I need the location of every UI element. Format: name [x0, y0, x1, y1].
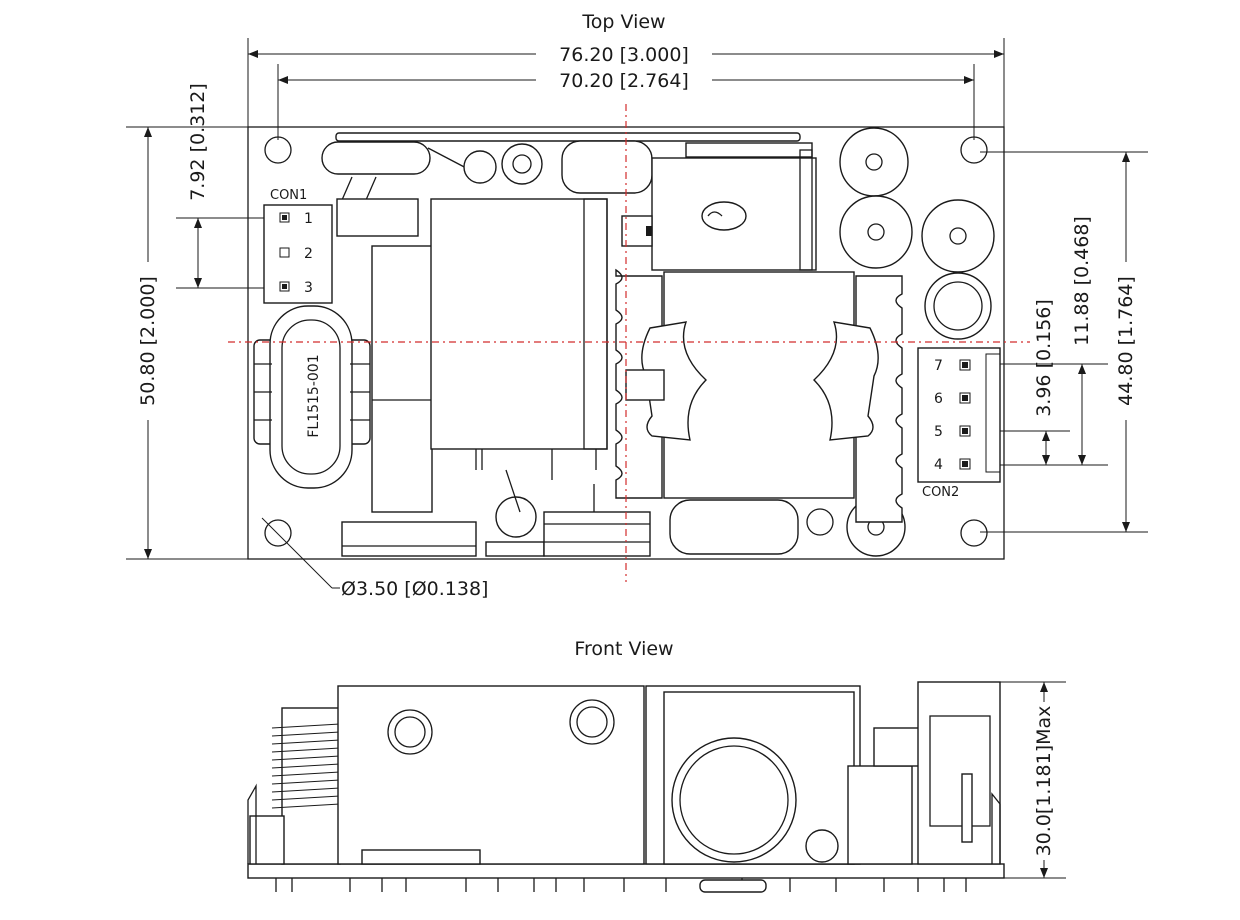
con1-label: CON1: [270, 188, 307, 203]
con2-pin: 5: [934, 424, 943, 440]
con1-connector: CON1 1 2 3: [263, 188, 333, 304]
front-board: [247, 863, 1005, 879]
front-choke: [281, 707, 341, 865]
dim-overall-width: 76.20 [3.000]: [248, 44, 1004, 66]
top-view-title: Top View: [581, 11, 665, 33]
con1-pin: 2: [304, 246, 313, 262]
con2-connector: CON2 7 6 5 4: [917, 347, 1001, 500]
dim-hole-pitch-x: 70.20 [2.764]: [278, 70, 974, 92]
con1-offset-label: 7.92 [0.312]: [187, 83, 209, 201]
coil-bobbin: [371, 245, 433, 513]
overall-width-label: 76.20 [3.000]: [559, 44, 689, 66]
bottom-part: [543, 511, 651, 557]
top-view: 76.20 [3.000] 70.20 [2.764] 50.80 [2.000…: [126, 38, 1148, 600]
dim-hole-diameter: Ø3.50 [Ø0.138]: [261, 517, 488, 600]
common-mode-choke: FL1515-001: [253, 305, 371, 489]
front-part: [847, 765, 913, 865]
fuse: [321, 141, 431, 175]
front-view: 30.0[1.181]Max: [247, 681, 1066, 893]
transformer: [430, 198, 608, 450]
con2-pin: 6: [934, 391, 943, 407]
capacitor: [839, 195, 913, 269]
dim-max-height: 30.0[1.181]Max: [1033, 682, 1055, 878]
mounting-hole: [960, 519, 988, 547]
front-con2: [917, 681, 1001, 865]
mounting-hole: [264, 136, 292, 164]
hole-pitch-y-label: 44.80 [1.764]: [1115, 276, 1137, 406]
mounting-hole: [264, 519, 292, 547]
max-height-label: 30.0[1.181]Max: [1033, 706, 1055, 857]
front-transformer: [337, 685, 645, 865]
bottom-part: [669, 499, 799, 555]
choke-marking: FL1515-001: [306, 354, 322, 437]
overall-height-label: 50.80 [2.000]: [137, 276, 159, 406]
con2-label: CON2: [922, 485, 959, 500]
capacitor-small: [336, 198, 419, 237]
dim-con1-offset: 7.92 [0.312]: [176, 83, 284, 289]
con2-inner-label: 3.96 [0.156]: [1033, 299, 1055, 417]
dim-hole-pitch-y: 44.80 [1.764]: [1115, 152, 1137, 532]
con2-pin: 4: [934, 457, 943, 473]
hole-pitch-x-label: 70.20 [2.764]: [559, 70, 689, 92]
capacitor: [839, 127, 909, 197]
capacitor: [924, 272, 992, 340]
con2-outer-label: 11.88 [0.468]: [1071, 216, 1093, 346]
diode-clip: [641, 321, 708, 441]
con1-pin: 1: [304, 211, 313, 227]
mounting-hole: [960, 136, 988, 164]
front-view-title: Front View: [574, 638, 673, 660]
capacitor: [921, 199, 995, 273]
hole-diameter-label: Ø3.50 [Ø0.138]: [341, 578, 488, 600]
dim-con2-inner: 3.96 [0.156]: [1033, 299, 1055, 465]
dim-con2-outer: 11.88 [0.468]: [1071, 216, 1093, 465]
dim-overall-height: 50.80 [2.000]: [137, 127, 159, 559]
diode-clip: [812, 321, 879, 441]
con2-pin: 7: [934, 358, 943, 374]
bottom-part: [341, 521, 477, 557]
con1-pin: 3: [304, 280, 313, 296]
